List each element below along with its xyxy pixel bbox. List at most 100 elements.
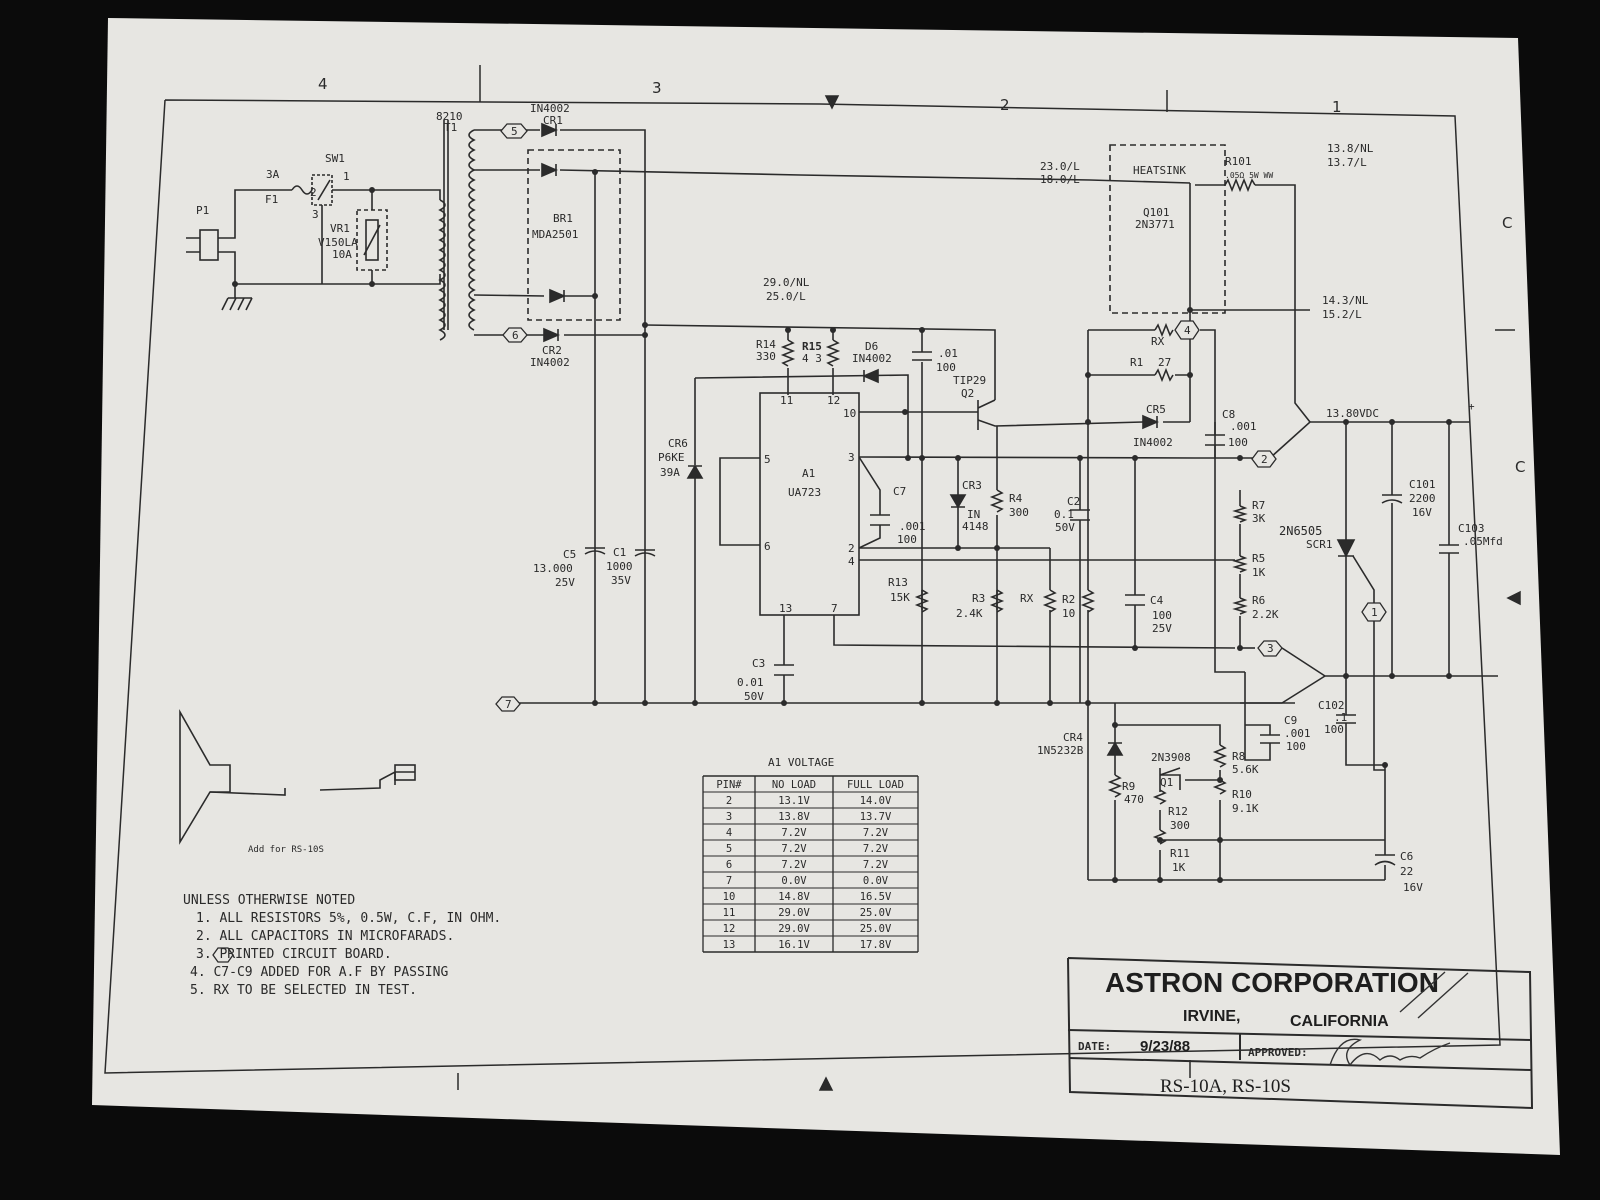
svg-text:D6: D6 bbox=[865, 340, 878, 353]
svg-text:CR1: CR1 bbox=[543, 114, 563, 127]
capacitor-c5 bbox=[584, 547, 606, 555]
svg-text:4: 4 bbox=[848, 555, 855, 568]
table-cell: 14.0V bbox=[860, 795, 892, 807]
svg-text:18.0/L: 18.0/L bbox=[1040, 173, 1080, 186]
paper bbox=[92, 18, 1560, 1155]
capacitor-c1 bbox=[634, 549, 656, 557]
svg-text:V150LA: V150LA bbox=[318, 236, 358, 249]
svg-text:25.0/L: 25.0/L bbox=[766, 290, 806, 303]
svg-text:.05Mfd: .05Mfd bbox=[1463, 535, 1503, 548]
drawing-frame bbox=[104, 65, 1521, 1091]
capacitor-c6 bbox=[1374, 854, 1396, 866]
svg-text:A1: A1 bbox=[802, 467, 815, 480]
svg-text:IN4002: IN4002 bbox=[852, 352, 892, 365]
svg-text:16V: 16V bbox=[1412, 506, 1432, 519]
svg-text:C8: C8 bbox=[1222, 408, 1235, 421]
svg-text:4 3: 4 3 bbox=[802, 352, 822, 365]
general-notes: UNLESS OTHERWISE NOTED 1. ALL RESISTORS … bbox=[183, 893, 501, 998]
date-value: 9/23/88 bbox=[1140, 1038, 1190, 1055]
svg-text:22: 22 bbox=[1400, 865, 1413, 878]
svg-text:5.6K: 5.6K bbox=[1232, 763, 1259, 776]
pcb-marker-note bbox=[212, 947, 234, 963]
diode-cr2 bbox=[543, 327, 561, 343]
svg-text:.01: .01 bbox=[938, 347, 958, 360]
svg-text:R3: R3 bbox=[972, 592, 985, 605]
svg-text:300: 300 bbox=[1170, 819, 1190, 832]
table-cell: 12 bbox=[723, 923, 736, 935]
capacitor-c101 bbox=[1381, 494, 1403, 504]
resistor-r2 bbox=[1080, 589, 1096, 613]
svg-text:39A: 39A bbox=[660, 466, 680, 479]
pcb-marker-4 bbox=[1174, 320, 1200, 340]
svg-text:10: 10 bbox=[1062, 607, 1075, 620]
fuse-f1 bbox=[291, 185, 313, 195]
diode-cr3 bbox=[949, 494, 967, 509]
svg-text:R1: R1 bbox=[1130, 356, 1143, 369]
resistor-r10 bbox=[1212, 779, 1227, 795]
table-cell: 13.1V bbox=[778, 795, 810, 807]
svg-text:R101: R101 bbox=[1225, 155, 1252, 168]
table-cell: 13.8V bbox=[778, 811, 810, 823]
table-cell: 16.1V bbox=[778, 939, 810, 951]
svg-text:8210: 8210 bbox=[436, 110, 463, 123]
pcb-markers bbox=[212, 123, 1387, 963]
svg-text:R10: R10 bbox=[1232, 788, 1252, 801]
svg-text:27: 27 bbox=[1158, 356, 1171, 369]
table-cell: 7 bbox=[726, 875, 732, 887]
svg-text:CR3: CR3 bbox=[962, 479, 982, 492]
svg-text:25V: 25V bbox=[1152, 622, 1172, 635]
resistor-r101 bbox=[1224, 177, 1256, 193]
svg-text:IN4002: IN4002 bbox=[1133, 436, 1173, 449]
model-number: RS-10A, RS-10S bbox=[1160, 1076, 1291, 1097]
svg-text:C102: C102 bbox=[1318, 699, 1345, 712]
capacitor-c103 bbox=[1439, 544, 1459, 554]
svg-text:2: 2 bbox=[310, 186, 317, 199]
resistor-r13 bbox=[914, 589, 930, 613]
svg-text:R8: R8 bbox=[1232, 750, 1245, 763]
table-cell: 7.2V bbox=[863, 859, 889, 871]
pcb-marker-2 bbox=[1251, 450, 1277, 468]
svg-text:R9: R9 bbox=[1122, 780, 1135, 793]
capacitor-c2 bbox=[1070, 509, 1090, 521]
table-cell: 29.0V bbox=[778, 923, 810, 935]
resistor-r7 bbox=[1232, 505, 1248, 523]
table-cell: 25.0V bbox=[860, 923, 892, 935]
wiring bbox=[218, 120, 1498, 881]
signature bbox=[1329, 971, 1469, 1067]
svg-text:10: 10 bbox=[843, 407, 856, 420]
zone-label: 4 bbox=[318, 75, 328, 93]
table-cell: 7.2V bbox=[781, 827, 807, 839]
svg-text:.1: .1 bbox=[1334, 711, 1347, 724]
svg-text:3A: 3A bbox=[266, 168, 280, 181]
svg-text:C6: C6 bbox=[1400, 850, 1413, 863]
pcb-label: 6 bbox=[512, 329, 519, 342]
approved-label: APPROVED: bbox=[1248, 1046, 1308, 1059]
svg-text:16V: 16V bbox=[1403, 881, 1423, 894]
capacitor-c4 bbox=[1125, 594, 1145, 606]
svg-text:23.0/L: 23.0/L bbox=[1040, 160, 1080, 173]
title-block bbox=[1067, 957, 1534, 1110]
pcb-label: 1 bbox=[1371, 606, 1378, 619]
svg-text:1N5232B: 1N5232B bbox=[1037, 744, 1084, 757]
capacitor-c8 bbox=[1205, 434, 1225, 446]
table-header-cell: NO LOAD bbox=[772, 779, 816, 791]
table-cell: 0.0V bbox=[863, 875, 889, 887]
voltage-table-title: A1 VOLTAGE bbox=[768, 756, 834, 769]
table-cell: 13 bbox=[723, 939, 736, 951]
svg-text:.001: .001 bbox=[899, 520, 926, 533]
svg-text:4. C7-C9 ADDED FOR A.F BY PASS: 4. C7-C9 ADDED FOR A.F BY PASSING bbox=[190, 965, 448, 980]
diode-br1b bbox=[549, 288, 567, 304]
svg-text:CR6: CR6 bbox=[668, 437, 688, 450]
resistor-rx2 bbox=[1154, 322, 1174, 338]
svg-text:IN4002: IN4002 bbox=[530, 102, 570, 115]
svg-text:SCR1: SCR1 bbox=[1306, 538, 1333, 551]
pcb-label: 7 bbox=[505, 698, 512, 711]
svg-text:RX: RX bbox=[1020, 592, 1034, 605]
table-cell: 5 bbox=[726, 843, 732, 855]
svg-text:100: 100 bbox=[1152, 609, 1172, 622]
resistor-r5 bbox=[1232, 555, 1248, 573]
table-cell: 13.7V bbox=[860, 811, 892, 823]
svg-text:11: 11 bbox=[780, 394, 793, 407]
svg-text:C101: C101 bbox=[1409, 478, 1436, 491]
table-cell: 11 bbox=[723, 907, 736, 919]
